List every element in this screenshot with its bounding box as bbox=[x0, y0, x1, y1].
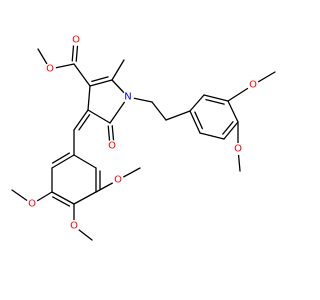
double-bond-outer bbox=[89, 79, 113, 87]
single-bond bbox=[165, 110, 191, 121]
double-bond-inner bbox=[194, 111, 204, 130]
double-bond-outer bbox=[203, 94, 229, 102]
oxygen-atom-label: O bbox=[28, 199, 36, 210]
oxygen-atom-label: O bbox=[234, 144, 242, 155]
double-bond-outer bbox=[189, 110, 201, 134]
double-bond-inner bbox=[52, 196, 71, 207]
structure-canvas: N O O O O O O O O bbox=[11, 34, 276, 241]
atom-label-background bbox=[68, 220, 80, 232]
atom-label-background bbox=[44, 63, 56, 75]
double-bond-outer bbox=[51, 154, 75, 169]
single-bond bbox=[151, 101, 167, 121]
atom-label-layer: N O O O O O O O O bbox=[26, 34, 259, 232]
double-bond-inner bbox=[91, 76, 109, 83]
atom-label-background bbox=[122, 91, 134, 103]
single-bond bbox=[73, 63, 91, 87]
oxygen-atom-label: O bbox=[72, 35, 80, 46]
double-bond-inner bbox=[205, 98, 225, 105]
single-bond bbox=[111, 59, 125, 81]
atom-label-background bbox=[106, 140, 118, 152]
double-bond-inner bbox=[222, 121, 234, 135]
molecule-structure: N O O O O O O O O bbox=[11, 34, 276, 241]
double-bond-line bbox=[107, 125, 111, 144]
single-bond bbox=[87, 85, 91, 111]
single-bond bbox=[73, 191, 97, 205]
oxygen-atom-label: O bbox=[249, 80, 257, 91]
double-bond-line bbox=[71, 42, 75, 62]
double-bond-inner bbox=[51, 152, 71, 164]
oxygen-atom-label: O bbox=[114, 175, 122, 186]
atom-label-background bbox=[70, 34, 82, 46]
atom-label-background bbox=[247, 79, 259, 91]
single-bond bbox=[227, 100, 239, 123]
double-bond-outer bbox=[73, 109, 89, 131]
double-bond-line bbox=[75, 42, 79, 62]
single-bond bbox=[87, 109, 111, 124]
oxygen-atom-label: O bbox=[108, 141, 116, 152]
single-bond bbox=[189, 94, 205, 112]
atom-label-background bbox=[26, 198, 38, 210]
double-bond-outer bbox=[51, 191, 75, 205]
atom-label-background bbox=[112, 174, 124, 186]
double-bond-inner bbox=[78, 114, 91, 131]
oxygen-atom-label: O bbox=[70, 221, 78, 232]
atom-label-background bbox=[232, 143, 244, 155]
single-bond bbox=[199, 132, 225, 140]
single-bond bbox=[73, 154, 97, 169]
double-bond-line bbox=[111, 125, 115, 144]
double-bond-outer bbox=[223, 121, 239, 140]
oxygen-atom-label: O bbox=[46, 64, 54, 75]
nitrogen-atom-label: N bbox=[124, 92, 131, 103]
